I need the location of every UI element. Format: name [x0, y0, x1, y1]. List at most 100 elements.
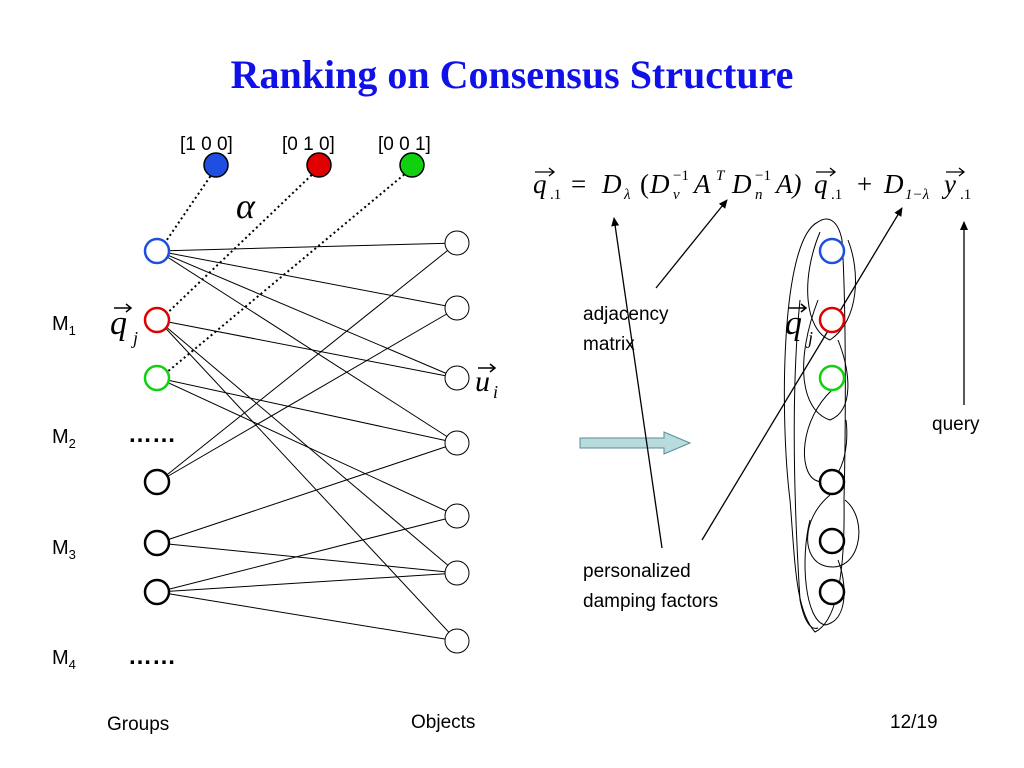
edge — [157, 250, 458, 309]
vector-arrow-icon — [535, 167, 556, 177]
svg-text:D: D — [883, 169, 904, 199]
edge — [157, 442, 458, 544]
consensus-node-blue — [818, 237, 846, 265]
objects-label: Objects — [411, 712, 475, 733]
loop-curve — [807, 494, 860, 568]
annotation-arrows — [611, 199, 968, 549]
group-node — [143, 578, 171, 606]
group-label-m2: M2 — [52, 426, 76, 451]
svg-text:q: q — [533, 169, 547, 199]
groups-label: Groups — [107, 714, 169, 735]
group-node-green — [143, 364, 171, 392]
svg-text:λ: λ — [623, 187, 631, 203]
group-label-m4: M4 — [52, 647, 76, 672]
svg-text:−1: −1 — [755, 168, 771, 184]
loop-curve — [803, 299, 849, 421]
filled-node-blue — [203, 152, 229, 178]
loop-outline — [783, 218, 846, 633]
block-arrow — [579, 431, 692, 455]
edge — [157, 242, 458, 483]
edge — [157, 377, 458, 517]
group-label-m3: M3 — [52, 537, 76, 562]
loop-curve — [793, 299, 819, 629]
svg-text:D: D — [731, 169, 752, 199]
consensus-loops — [783, 218, 860, 633]
vector-label-green: [0 0 1] — [378, 134, 431, 155]
query-label: query — [932, 414, 980, 435]
adjacency-arrow — [655, 199, 728, 289]
dotted-link-blue — [159, 167, 217, 251]
svg-text:.1: .1 — [960, 187, 971, 203]
equation: q .1 = D λ ( D v −1 A T D n −1 A) q .1 +… — [533, 167, 971, 203]
svg-text:u: u — [475, 365, 490, 398]
q-j-symbol-right: q j — [785, 303, 813, 348]
edge — [157, 591, 458, 642]
svg-text:A: A — [692, 169, 711, 199]
damping-arrow-1 — [611, 217, 663, 549]
group-node — [143, 468, 171, 496]
bipartite-edges — [157, 242, 458, 642]
consensus-node — [818, 578, 846, 606]
svg-text:(: ( — [640, 169, 649, 199]
object-node — [444, 628, 470, 654]
vector-label-blue: [1 0 0] — [180, 134, 233, 155]
group-node-red — [143, 306, 171, 334]
svg-text:=: = — [571, 169, 586, 199]
svg-text:v: v — [673, 187, 680, 203]
adjacency-label-line1: adjacency — [583, 304, 669, 325]
group-node — [143, 529, 171, 557]
object-node — [444, 560, 470, 586]
svg-text:.1: .1 — [831, 187, 842, 203]
consensus-node — [818, 527, 846, 555]
vector-arrow-icon — [946, 167, 966, 177]
edge — [157, 377, 458, 444]
edge — [157, 572, 458, 593]
filled-node-green — [399, 152, 425, 178]
svg-text:q: q — [110, 305, 127, 342]
edge — [157, 542, 458, 574]
svg-text:−1: −1 — [673, 168, 689, 184]
svg-text:1−λ: 1−λ — [905, 187, 930, 203]
consensus-node-green — [818, 364, 846, 392]
object-node — [444, 430, 470, 456]
object-node — [444, 365, 470, 391]
page-number: 12/19 — [890, 712, 938, 733]
svg-text:i: i — [493, 382, 498, 402]
ellipsis-m4: …… — [128, 643, 176, 670]
dotted-links — [159, 167, 413, 379]
damping-arrow-2 — [701, 207, 903, 541]
svg-text:j: j — [131, 328, 138, 348]
ellipsis-m2: …… — [128, 421, 176, 448]
vector-arrow-icon — [114, 303, 133, 313]
svg-text:j: j — [806, 328, 813, 348]
loop-curve — [804, 389, 848, 483]
group-node-blue — [143, 237, 171, 265]
edge — [157, 319, 458, 642]
svg-text:+: + — [857, 169, 872, 199]
loop-curve — [807, 231, 856, 341]
vector-arrow-icon — [789, 303, 808, 313]
svg-text:D: D — [649, 169, 670, 199]
consensus-node — [818, 468, 846, 496]
damping-label-line2: damping factors — [583, 591, 718, 612]
group-label-m1: M1 — [52, 313, 76, 338]
vector-label-red: [0 1 0] — [282, 134, 335, 155]
edge — [157, 250, 458, 444]
consensus-node-red — [818, 306, 846, 334]
q-j-symbol-left: q j — [110, 303, 138, 348]
dotted-link-red — [159, 167, 320, 321]
edge — [157, 319, 458, 379]
svg-text:T: T — [716, 168, 726, 184]
svg-text:A): A) — [774, 169, 801, 199]
alpha-symbol: α — [236, 186, 256, 226]
svg-text:D: D — [601, 169, 622, 199]
object-node — [444, 503, 470, 529]
edge — [157, 515, 458, 593]
slide-title: Ranking on Consensus Structure — [231, 52, 794, 97]
damping-label-line1: personalized — [583, 561, 691, 582]
svg-text:q: q — [785, 305, 802, 342]
svg-text:.1: .1 — [550, 187, 561, 203]
u-i-symbol: u i — [475, 363, 498, 402]
edge — [157, 242, 458, 252]
